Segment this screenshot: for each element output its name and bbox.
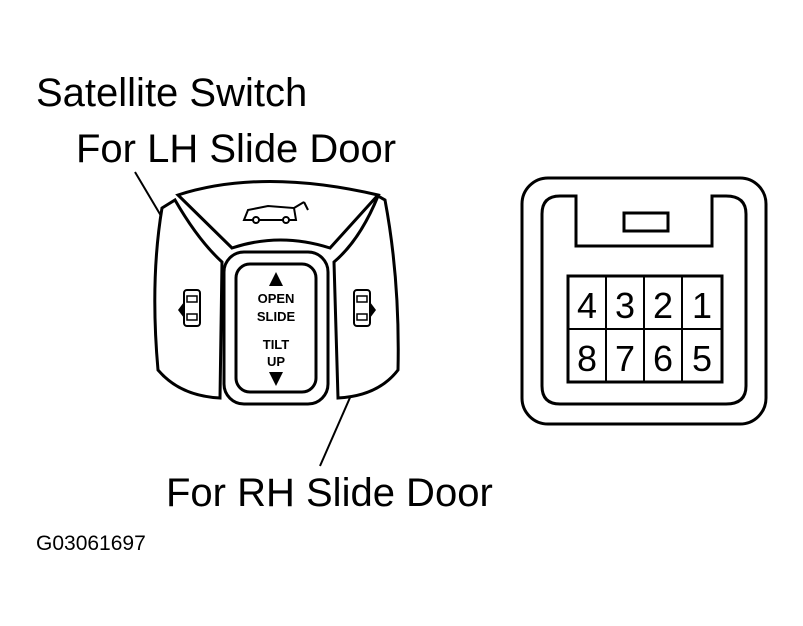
label-rh-slide-door: For RH Slide Door xyxy=(166,471,493,515)
pin-3: 3 xyxy=(615,285,635,326)
down-arrow-icon xyxy=(269,372,283,386)
center-button-slide: SLIDE xyxy=(257,309,296,324)
rh-slide-door-icon xyxy=(353,289,376,327)
title-satellite-switch: Satellite Switch xyxy=(36,71,307,115)
figure-id: G03061697 xyxy=(36,532,146,555)
connector-latch xyxy=(622,211,670,233)
pin-5: 5 xyxy=(692,338,712,379)
pin-6: 6 xyxy=(653,338,673,379)
pin-4: 4 xyxy=(577,285,597,326)
center-button[interactable] xyxy=(234,262,318,394)
tailgate-vehicle-icon xyxy=(242,201,309,224)
satellite-switch: OPEN SLIDE TILT UP xyxy=(153,180,400,406)
pin-8: 8 xyxy=(577,338,597,379)
label-lh-slide-door: For LH Slide Door xyxy=(76,127,396,171)
pin-7: 7 xyxy=(615,338,635,379)
center-button-up: UP xyxy=(267,354,285,369)
pin-2: 2 xyxy=(653,285,673,326)
connector: 4 3 2 1 8 7 6 5 xyxy=(520,176,768,426)
center-button-open: OPEN xyxy=(258,291,295,306)
lh-slide-door-icon xyxy=(178,289,201,327)
pin-1: 1 xyxy=(692,285,712,326)
up-arrow-icon xyxy=(269,272,283,286)
center-button-tilt: TILT xyxy=(263,337,290,352)
